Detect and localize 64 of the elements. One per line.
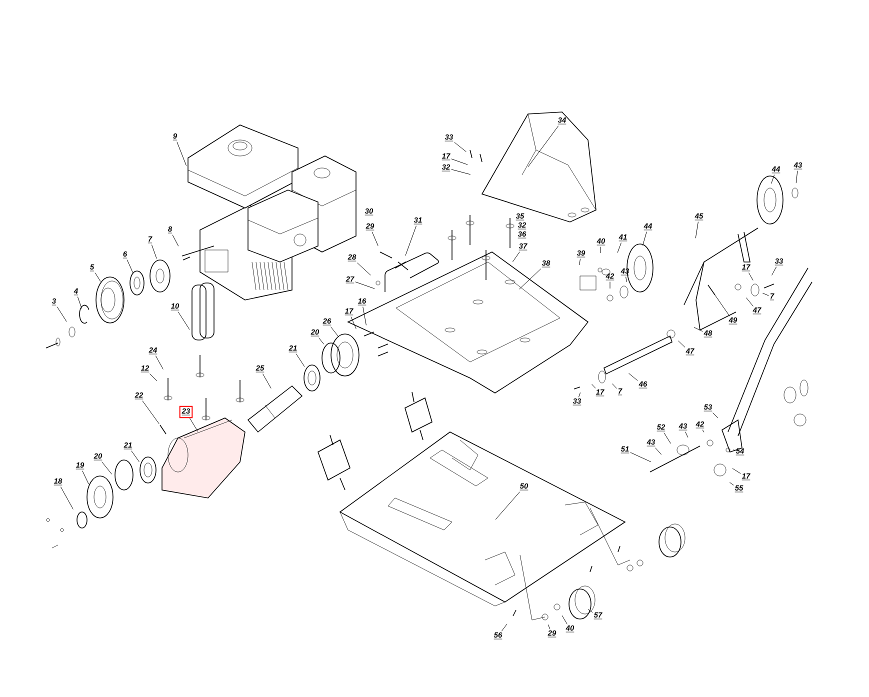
leader-line [405, 226, 416, 256]
leader-line [355, 282, 375, 289]
leader-line [451, 158, 468, 165]
leader-line [155, 356, 164, 370]
leader-line [579, 258, 581, 266]
leader-line [772, 266, 777, 276]
leader-line [150, 374, 158, 382]
leader-line [318, 338, 324, 344]
leader-line [172, 234, 179, 246]
leader-line [60, 486, 74, 510]
leader-line [362, 306, 366, 326]
leader-line [330, 326, 340, 338]
leader-line [746, 298, 754, 306]
leader-line [454, 142, 466, 152]
leader-line [588, 609, 593, 613]
leader-line [495, 492, 520, 520]
leader-line [592, 384, 596, 388]
leader-line [548, 624, 550, 630]
leader-line [712, 412, 718, 418]
leader-line [56, 306, 67, 322]
leader-line [630, 452, 652, 462]
leader-line [796, 170, 798, 184]
leader-line [626, 276, 627, 282]
leader-line [762, 292, 769, 296]
leader-line [748, 272, 754, 281]
leader-line [694, 327, 703, 332]
leader-line [685, 432, 688, 438]
leader-line [528, 126, 559, 168]
leader-line [501, 624, 508, 632]
leader-line [131, 450, 140, 462]
leader-line [178, 312, 190, 330]
leader-line [102, 462, 112, 474]
leader-line [664, 432, 671, 444]
leader-line [142, 400, 160, 424]
leader-line [642, 232, 647, 246]
leader-line [702, 430, 704, 432]
leader-line [350, 316, 356, 330]
leader-line [176, 142, 187, 166]
leader-line [189, 418, 198, 432]
leader-line [678, 340, 686, 348]
leader-line [451, 169, 471, 175]
leader-line [732, 468, 741, 474]
leader-line [82, 470, 89, 484]
leader-line [126, 260, 134, 274]
leader-line [771, 174, 775, 184]
leader-line [655, 448, 662, 455]
leader-line [612, 383, 617, 389]
leader-line [262, 374, 272, 389]
leader-line [94, 272, 101, 282]
leader-line [512, 252, 520, 262]
leader-line [628, 373, 638, 381]
leader-line [617, 242, 622, 253]
leader-line [77, 296, 82, 309]
leader-line [562, 615, 568, 624]
leader-line [296, 354, 305, 367]
leader-line [695, 222, 698, 238]
leader-line [600, 246, 601, 254]
leader-line [519, 268, 542, 290]
leader-line [372, 232, 378, 246]
leader-line [357, 262, 371, 276]
leader-line [578, 392, 581, 398]
leader-line [151, 244, 157, 259]
leader-line [729, 482, 734, 486]
leader-line [713, 292, 730, 316]
